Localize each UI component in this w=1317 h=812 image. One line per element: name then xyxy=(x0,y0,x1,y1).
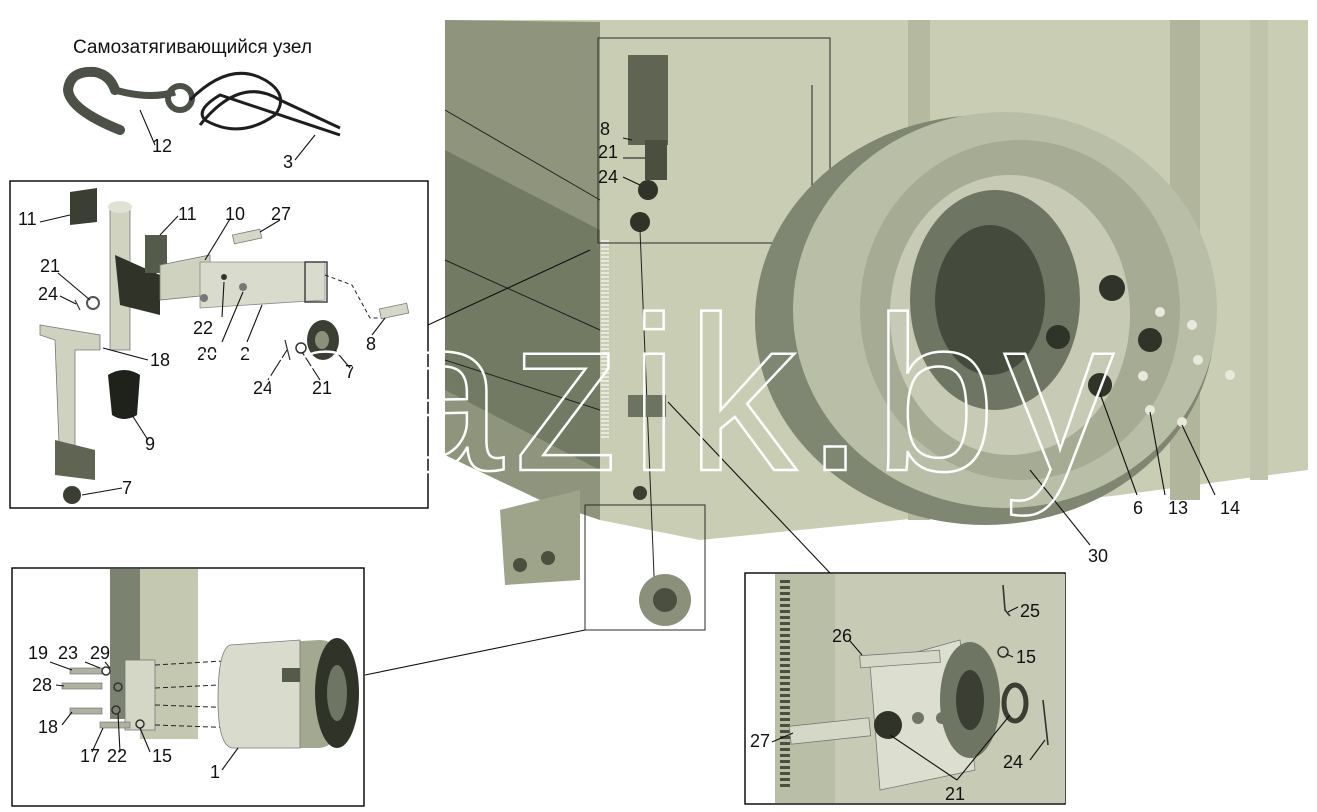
label: 15 xyxy=(1016,647,1036,667)
label: 12 xyxy=(152,136,172,156)
label: 14 xyxy=(1220,498,1240,518)
bottom-left-inset: 19 23 29 28 18 17 22 15 1 xyxy=(11,567,365,807)
label: 17 xyxy=(80,746,100,766)
label: 1 xyxy=(210,762,220,782)
label: 25 xyxy=(1020,601,1040,621)
label: 3 xyxy=(283,152,293,172)
label: 30 xyxy=(1088,546,1108,566)
label: 15 xyxy=(152,746,172,766)
label: 11 xyxy=(18,209,37,229)
label: 2 xyxy=(240,344,250,364)
label: 27 xyxy=(750,731,770,751)
label: 23 xyxy=(58,643,78,663)
body-side-shade xyxy=(445,150,600,470)
label: 19 xyxy=(28,643,48,663)
spare-wheel xyxy=(755,112,1235,525)
label: 9 xyxy=(145,434,155,454)
label: 10 xyxy=(225,204,245,224)
label: 24 xyxy=(38,284,58,304)
label: 21 xyxy=(312,378,332,398)
label: 27 xyxy=(271,204,291,224)
label: 8 xyxy=(366,334,376,354)
self-tightening-knot: Самозатягивающийся узел 12 3 xyxy=(62,37,341,172)
label: 7 xyxy=(122,478,132,498)
label: 13 xyxy=(1168,498,1188,518)
main-labels: 8 21 24 6 13 14 30 xyxy=(598,119,1240,566)
label: 21 xyxy=(40,256,60,276)
label: 11 xyxy=(178,204,197,224)
label: 6 xyxy=(1133,498,1143,518)
upper-detail-frame xyxy=(597,37,831,244)
label: 20 xyxy=(197,344,217,364)
label: 18 xyxy=(38,717,58,737)
label: 24 xyxy=(253,378,273,398)
label: 22 xyxy=(193,318,213,338)
bottom-right-inset: 25 26 15 27 24 21 xyxy=(744,572,1066,805)
label: 29 xyxy=(90,643,110,663)
watermark: mazik.by xyxy=(190,271,1122,517)
label: 28 xyxy=(32,675,52,695)
label: 26 xyxy=(832,626,852,646)
label: 7 xyxy=(345,362,355,382)
lower-detail-frame xyxy=(584,504,706,631)
label: 18 xyxy=(150,350,170,370)
label: 8 xyxy=(600,119,610,139)
main-scene xyxy=(444,20,1308,631)
label: 24 xyxy=(1003,752,1023,772)
top-inset: 11 11 10 27 21 24 22 20 2 8 24 21 7 18 9… xyxy=(9,180,429,509)
knot-title: Самозатягивающийся узел xyxy=(73,37,312,58)
label: 21 xyxy=(945,784,965,804)
label: 24 xyxy=(598,167,618,187)
label: 22 xyxy=(107,746,127,766)
label: 21 xyxy=(598,142,618,162)
